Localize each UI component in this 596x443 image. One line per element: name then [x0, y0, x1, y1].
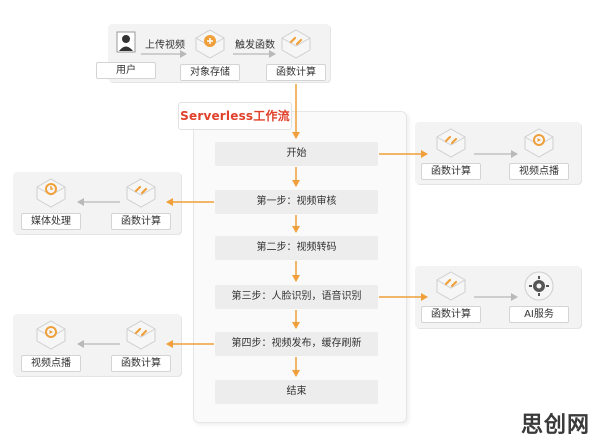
media-processing-icon [36, 178, 66, 208]
function-compute-label-r2: 函数计算 [421, 306, 481, 323]
ai-service-icon [524, 271, 554, 301]
object-storage-icon [195, 29, 225, 59]
vod-label-r1: 视频点播 [509, 163, 569, 180]
function-compute-icon [436, 128, 466, 158]
workflow-title: Serverless工作流 [178, 102, 292, 130]
object-storage-label: 对象存储 [180, 64, 240, 81]
function-compute-label-top: 函数计算 [266, 64, 326, 81]
trigger-function-label: 触发函数 [235, 40, 275, 51]
video-on-demand-icon [524, 128, 554, 158]
watermark: 思创网 [520, 413, 590, 438]
function-compute-label-l1: 函数计算 [111, 213, 171, 230]
function-compute-icon [126, 320, 156, 350]
video-on-demand-icon [36, 320, 66, 350]
user-label: 用户 [96, 62, 156, 79]
user-icon [116, 31, 136, 53]
step-2: 第二步：视频转码 [215, 236, 378, 260]
step-1: 第一步：视频审核 [215, 190, 378, 214]
function-compute-label-l2: 函数计算 [111, 355, 171, 372]
step-4: 第四步：视频发布，缓存刷新 [215, 332, 378, 356]
function-compute-icon [126, 178, 156, 208]
upload-video-label: 上传视频 [145, 40, 185, 51]
function-compute-icon [281, 29, 311, 59]
step-end: 结束 [215, 380, 378, 404]
step-3: 第三步：人脸识别，语音识别 [215, 285, 378, 309]
step-start: 开始 [215, 142, 378, 166]
function-compute-icon [436, 271, 466, 301]
vod-label-l2: 视频点播 [21, 355, 81, 372]
ai-service-label: AI服务 [509, 306, 569, 323]
media-processing-label: 媒体处理 [21, 213, 81, 230]
function-compute-label-r1: 函数计算 [421, 163, 481, 180]
